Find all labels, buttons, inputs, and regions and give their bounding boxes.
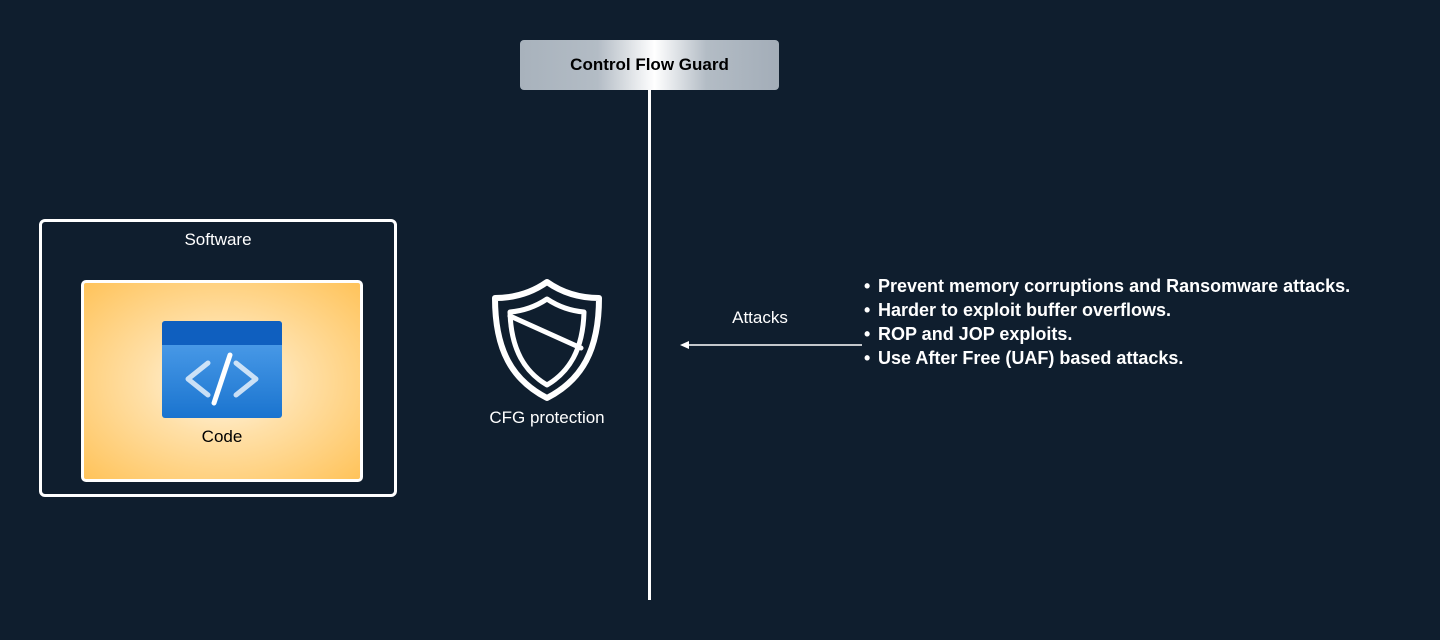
shield-icon — [490, 278, 604, 402]
attack-list-item: •ROP and JOP exploits. — [864, 322, 1364, 346]
code-brackets-icon — [162, 321, 282, 418]
arrow-left-icon — [678, 338, 864, 352]
code-label: Code — [201, 427, 243, 446]
attack-item-text: Prevent memory corruptions and Ransomwar… — [878, 276, 1351, 296]
attack-item-text: ROP and JOP exploits. — [878, 324, 1073, 344]
attack-item-text: Use After Free (UAF) based attacks. — [878, 348, 1184, 368]
cfg-protection-label: CFG protection — [489, 408, 605, 427]
software-label: Software — [184, 230, 252, 249]
software-box: Software Code — [39, 219, 397, 497]
attack-list: •Prevent memory corruptions and Ransomwa… — [864, 274, 1364, 370]
attacks-label: Attacks — [732, 308, 788, 327]
attack-list-item: •Harder to exploit buffer overflows. — [864, 298, 1364, 322]
cfg-header-box: Control Flow Guard — [520, 40, 779, 90]
attack-list-item: •Use After Free (UAF) based attacks. — [864, 346, 1364, 370]
cfg-header-title: Control Flow Guard — [570, 55, 729, 74]
attack-list-item: •Prevent memory corruptions and Ransomwa… — [864, 274, 1364, 298]
attack-item-text: Harder to exploit buffer overflows. — [878, 300, 1172, 320]
code-box: Code — [81, 280, 363, 482]
cfg-divider-line — [648, 90, 651, 600]
